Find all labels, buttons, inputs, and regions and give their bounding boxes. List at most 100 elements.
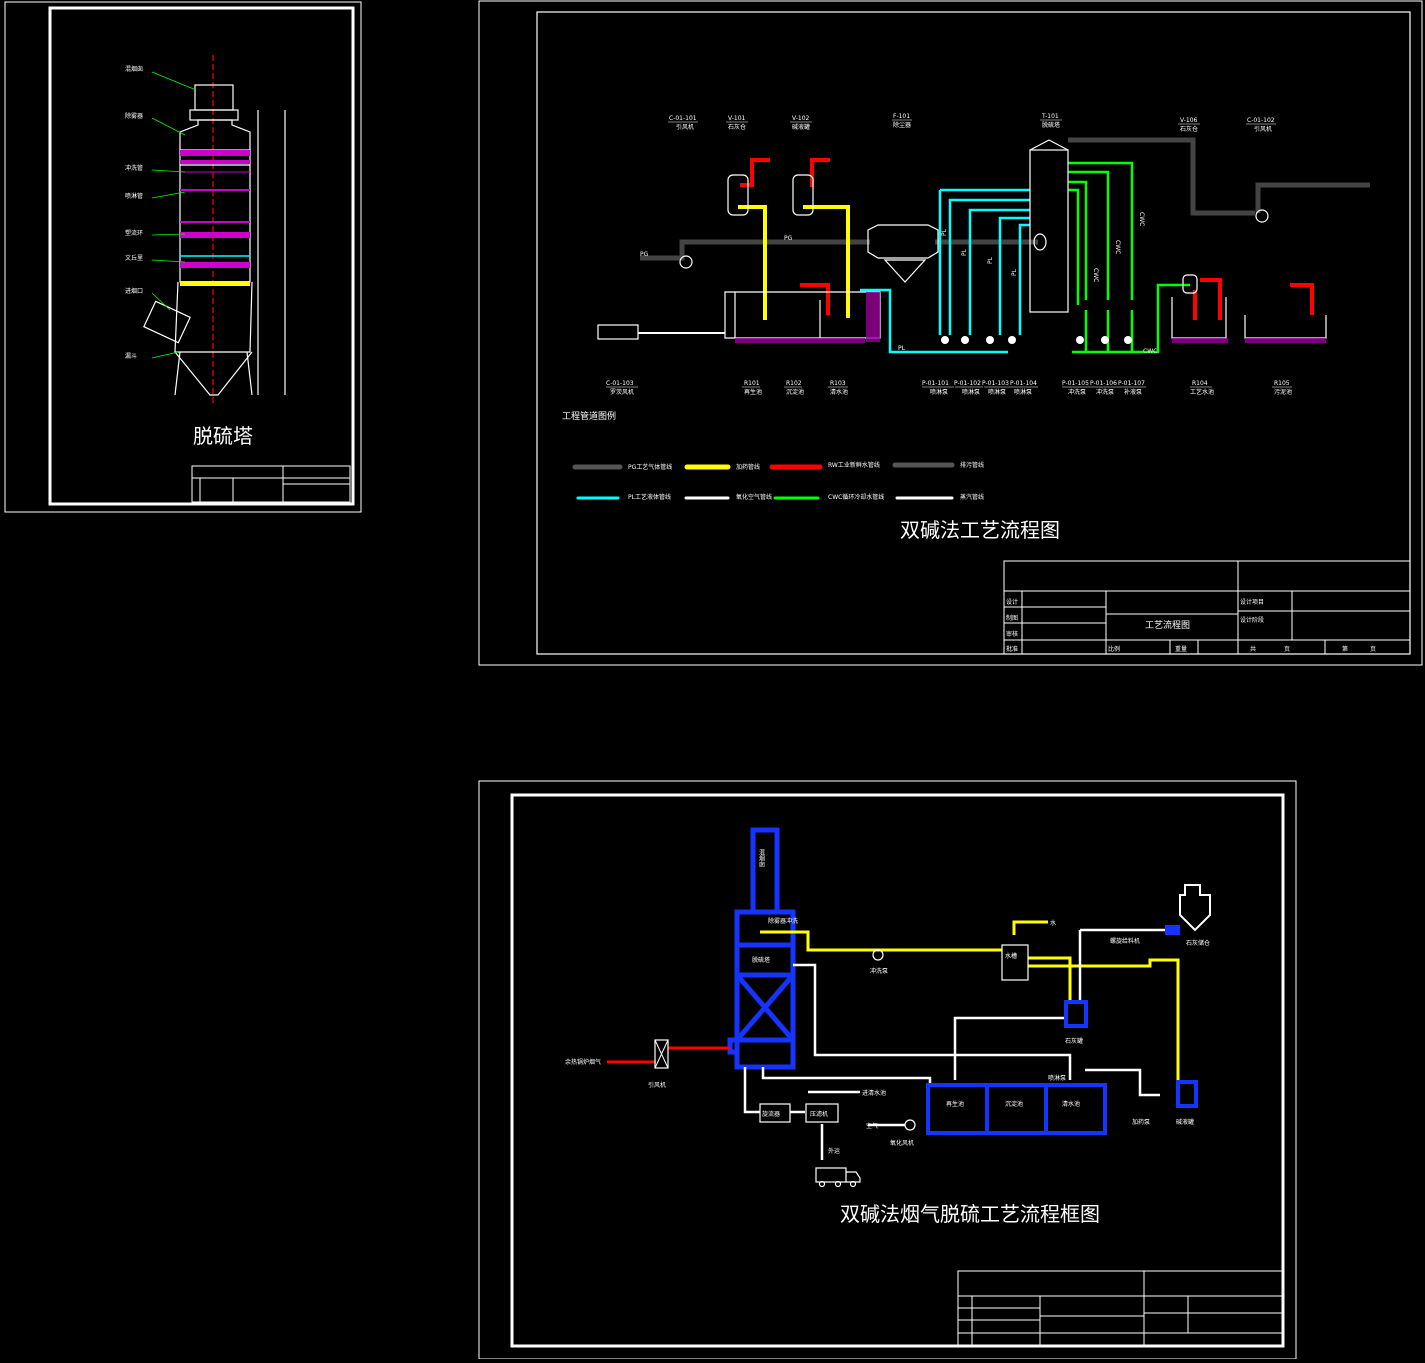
legend-heading: 工程管道图例 [562,410,616,422]
callout-hopper: 漏斗 [125,352,137,360]
induced-fan-symbol [654,1039,669,1069]
svg-text:重量: 重量 [1175,645,1187,653]
svg-text:审核: 审核 [1006,630,1018,638]
svg-text:除尘器: 除尘器 [893,121,911,129]
lime-tank-label: 石灰罐 [1065,1037,1083,1045]
svg-text:V-106: V-106 [1180,117,1198,124]
pump-row [941,336,1132,344]
sheet1-title: 脱硫塔 [193,424,253,448]
callout-flue-inlet: 进烟口 [125,287,143,295]
svg-text:设计: 设计 [1006,598,1018,606]
svg-text:污泥池: 污泥池 [1274,388,1292,396]
alkali-tank-vessel [792,174,814,216]
air-label: 空气 [866,1122,878,1130]
oxidation-fan-symbol [904,1119,916,1131]
bfd-white-lines [743,928,1180,1160]
svg-text:脱硫塔: 脱硫塔 [1042,121,1060,129]
truck-icon [815,1167,861,1188]
regeneration-pools [724,291,881,339]
sheet-block-flow: 混烟囱 除雾器冲洗 脱硫塔 余热锅炉烟气 引风机 冲洗泵 [478,780,1297,1360]
svg-text:制图: 制图 [1006,614,1018,622]
svg-text:PL工艺液体管线: PL工艺液体管线 [628,493,671,501]
bfd-tanks [1064,1000,1198,1108]
sheet2-title-block: 设计 制图 审核 批准 工艺流程图 设计项目 设计阶段 比例 重量 共 页 第 … [1003,560,1411,655]
bfd-tower-label: 脱硫塔 [752,956,770,964]
pl-label-4: PL [1011,268,1018,276]
tower-callouts: 混烟囱 除雾器 冲洗管 喷淋管 塑流环 文丘里 进烟口 漏斗 [125,65,143,360]
svg-text:R103: R103 [830,380,846,387]
screw-feeder-symbol [1165,925,1180,935]
svg-text:碱液罐: 碱液罐 [792,123,810,131]
sheet3-title-block [957,1270,1283,1346]
svg-text:C-01-101: C-01-101 [669,115,697,122]
svg-text:清水池: 清水池 [830,388,848,396]
bfd-pools [926,1083,1107,1135]
legend-item-steam: 蒸汽管线 [895,493,984,501]
legend-item-dosing: 加药管线 [684,463,760,471]
svg-text:喷淋泵: 喷淋泵 [930,388,948,396]
lime-silo-label: 石灰储仓 [1186,939,1210,947]
svg-text:P-01-101: P-01-101 [922,380,949,387]
inlet-label: 余热锅炉烟气 [565,1058,601,1066]
flush-pump-label: 冲洗泵 [870,967,888,975]
svg-text:补液泵: 补液泵 [1124,388,1142,396]
svg-text:加药管线: 加药管线 [736,463,760,471]
dosing-pipes [738,205,850,320]
bfd-mist-label: 除雾器冲洗 [768,917,798,925]
svg-text:再生池: 再生池 [744,388,762,396]
svg-text:冲洗泵: 冲洗泵 [1096,388,1114,396]
callout-demister: 除雾器 [125,112,143,120]
svg-text:冲洗泵: 冲洗泵 [1068,388,1086,396]
svg-text:喷淋泵: 喷淋泵 [962,388,980,396]
pl-label-3: PL [987,256,994,264]
pipe-legend: PG工艺气体管线 加药管线 RW工业新鲜水管线 排污管线 PL工艺液体管线 氧化… [572,461,984,501]
alkali-tank-label: 碱液罐 [1176,1118,1194,1126]
svg-text:C-01-103: C-01-103 [606,380,634,387]
cwc-bottom-label: CWC [1143,348,1157,355]
callout-chimney: 混烟囱 [125,65,143,73]
pool-settling: 沉淀池 [1005,1100,1023,1108]
svg-text:RW工业新鲜水管线: RW工业新鲜水管线 [828,461,880,469]
process-water-pool [1171,297,1227,339]
sheet1-inner-border [48,6,355,506]
svg-text:V-102: V-102 [792,115,810,122]
drawing-name: 工艺流程图 [1145,619,1190,631]
svg-text:共: 共 [1250,645,1256,653]
svg-text:喷淋泵: 喷淋泵 [1014,388,1032,396]
svg-text:P-01-105: P-01-105 [1062,380,1089,387]
cwc-label-1: CWC [1092,268,1099,282]
bfd-yellow-lines [760,920,1180,1080]
svg-text:R101: R101 [744,380,760,387]
callout-venturi: 文丘里 [125,254,143,262]
water-label: 水 [1050,919,1056,927]
callout-spray-pipe: 喷淋管 [125,192,143,200]
cwc-water-pipes [1068,161,1190,354]
pool-regeneration: 再生池 [946,1100,964,1108]
svg-text:氧化空气管线: 氧化空气管线 [736,493,772,501]
sheet1-outer-border [4,1,362,513]
sheet3-outer-border [478,780,1297,1360]
svg-text:喷淋泵: 喷淋泵 [988,388,1006,396]
svg-text:P-01-107: P-01-107 [1118,380,1145,387]
svg-text:R104: R104 [1192,380,1208,387]
legend-item-oxidation-air: 氧化空气管线 [684,493,772,501]
legend-item-sewage: 排污管线 [892,461,984,469]
sheet-tower: 混烟囱 除雾器 冲洗管 喷淋管 塑流环 文丘里 进烟口 漏斗 脱硫塔 [4,1,362,513]
pl-label-1: PL [941,228,948,236]
flue-gas-inlet-line [607,1046,730,1064]
svg-text:R102: R102 [786,380,802,387]
sheet2-outer-border [478,0,1423,666]
